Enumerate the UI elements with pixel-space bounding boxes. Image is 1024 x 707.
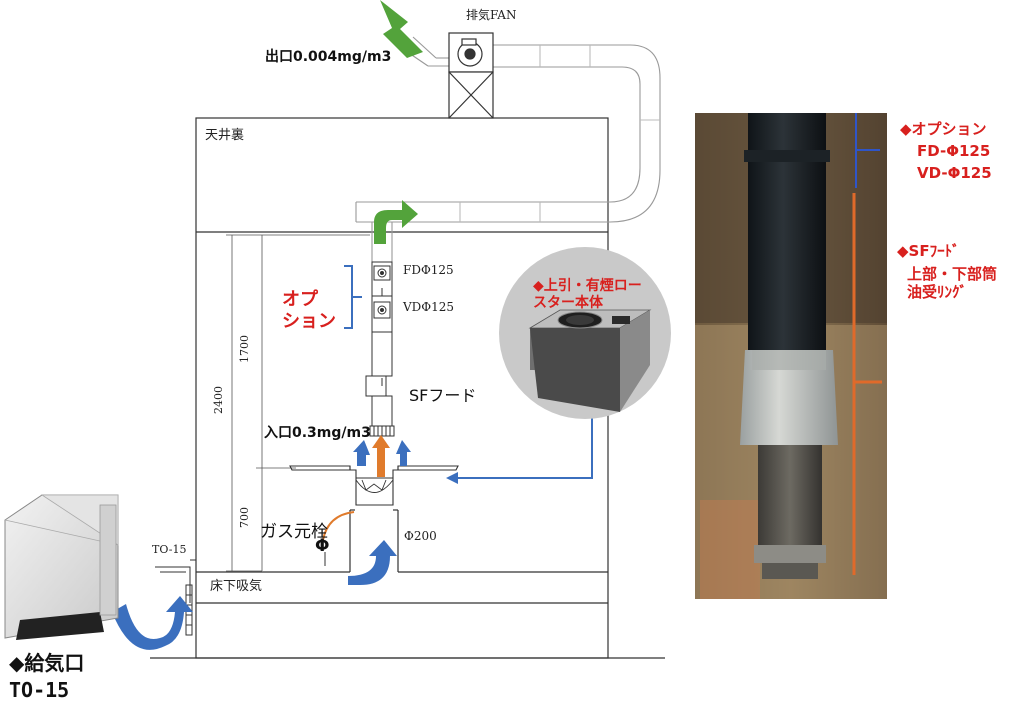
exhaust-fan-label: 排気FAN xyxy=(466,8,517,22)
inlet-reading-label: 入口0.3mg/m3 xyxy=(264,425,371,441)
supply-port-model: TO-15 xyxy=(9,678,70,702)
roaster-pointer-arrow xyxy=(446,408,593,484)
outlet-reading-label: 出口0.004mg/m3 xyxy=(265,49,392,65)
gas-valve-phi-symbol: Φ xyxy=(315,536,330,556)
dimension-2400-label: 2400 xyxy=(212,386,225,414)
to15-small-label: TO-15 xyxy=(152,543,187,556)
sf-hood-duct xyxy=(365,331,395,437)
dimension-lines xyxy=(226,234,370,572)
orange-smoke-arrow xyxy=(372,435,390,477)
roaster-table xyxy=(289,465,459,506)
supply-port-box xyxy=(4,494,119,640)
exhaust-duct-route xyxy=(355,44,661,262)
option-title-label: オプ ション xyxy=(282,289,336,332)
photo-option-title: ◆オプション xyxy=(900,120,987,138)
gas-valve-label: ガス元栓 xyxy=(260,522,328,542)
photo-option-fd: FD-Φ125 xyxy=(917,142,991,160)
photo-sf-hood-title: ◆SFﾌｰﾄﾞ xyxy=(897,242,960,260)
photo-sf-hood-parts: 上部・下部筒 油受ﾘﾝｸﾞ xyxy=(907,265,998,301)
sf-hood-label: SFフード xyxy=(409,386,477,405)
option-vd-label: VDΦ125 xyxy=(403,300,455,314)
option-dampers xyxy=(371,261,393,333)
duct-phi200-label: Φ200 xyxy=(404,529,437,543)
option-bracket xyxy=(344,265,362,329)
ceiling-space-label: 天井裏 xyxy=(205,128,245,143)
dimension-1700-label: 1700 xyxy=(238,335,251,363)
roaster-title-label: ◆上引・有煙ロー スター本体 xyxy=(533,278,642,311)
green-exhaust-arrow-ceiling xyxy=(374,200,418,244)
blue-hood-arrow-left xyxy=(353,440,370,466)
gas-valve xyxy=(322,511,355,566)
dimension-700-label: 700 xyxy=(238,507,251,528)
to15-vent-detail xyxy=(155,559,196,636)
blue-hood-arrow-right xyxy=(396,440,411,466)
exhaust-fan xyxy=(448,32,494,119)
supply-port-title: ◆給気口 xyxy=(9,651,85,675)
blue-underfloor-arrow xyxy=(348,540,397,585)
green-exhaust-arrow-top xyxy=(380,0,423,58)
underfloor-intake-label: 床下吸気 xyxy=(210,579,263,594)
blue-supply-arrow xyxy=(112,596,193,650)
roaster-image xyxy=(499,247,671,419)
option-fd-label: FDΦ125 xyxy=(403,263,454,277)
installation-photo xyxy=(695,113,887,599)
photo-option-vd: VD-Φ125 xyxy=(917,164,992,182)
